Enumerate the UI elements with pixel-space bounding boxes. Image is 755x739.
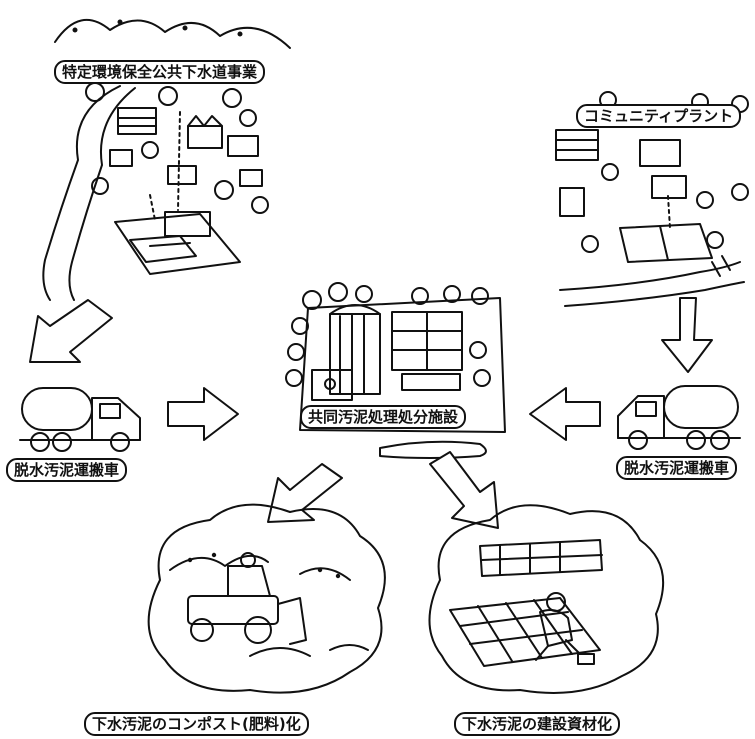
plant-top-left xyxy=(114,111,241,275)
truck-left-label: 脱水汚泥運搬車 xyxy=(6,458,128,482)
construction-material-label: 下水汚泥の建設資材化 xyxy=(454,712,621,736)
river-left xyxy=(42,85,136,301)
construction-bubble xyxy=(428,504,665,694)
community-plant-label: コミュニティプラント xyxy=(576,104,742,128)
houses-top-left xyxy=(109,107,263,187)
shared-facility-label: 共同汚泥処理処分施設 xyxy=(300,405,467,429)
worker-icon xyxy=(535,592,595,665)
compost-bubble xyxy=(147,503,386,694)
paving-tiles-icon xyxy=(449,539,603,667)
mountains-top-left xyxy=(54,19,291,49)
arrow-icon xyxy=(29,297,713,529)
tokutei-sewerage-label: 特定環境保全公共下水道事業 xyxy=(54,60,266,84)
trees-top-left xyxy=(85,82,269,214)
tank-truck-icon xyxy=(19,387,141,452)
community-buildings xyxy=(555,91,749,263)
truck-right-label: 脱水汚泥運搬車 xyxy=(616,456,738,480)
bulldozer-icon xyxy=(187,552,369,657)
compost-label: 下水汚泥のコンポスト(肥料)化 xyxy=(84,712,309,736)
tank-truck-icon xyxy=(617,385,741,450)
central-facility xyxy=(285,282,506,459)
river-right xyxy=(559,255,745,307)
